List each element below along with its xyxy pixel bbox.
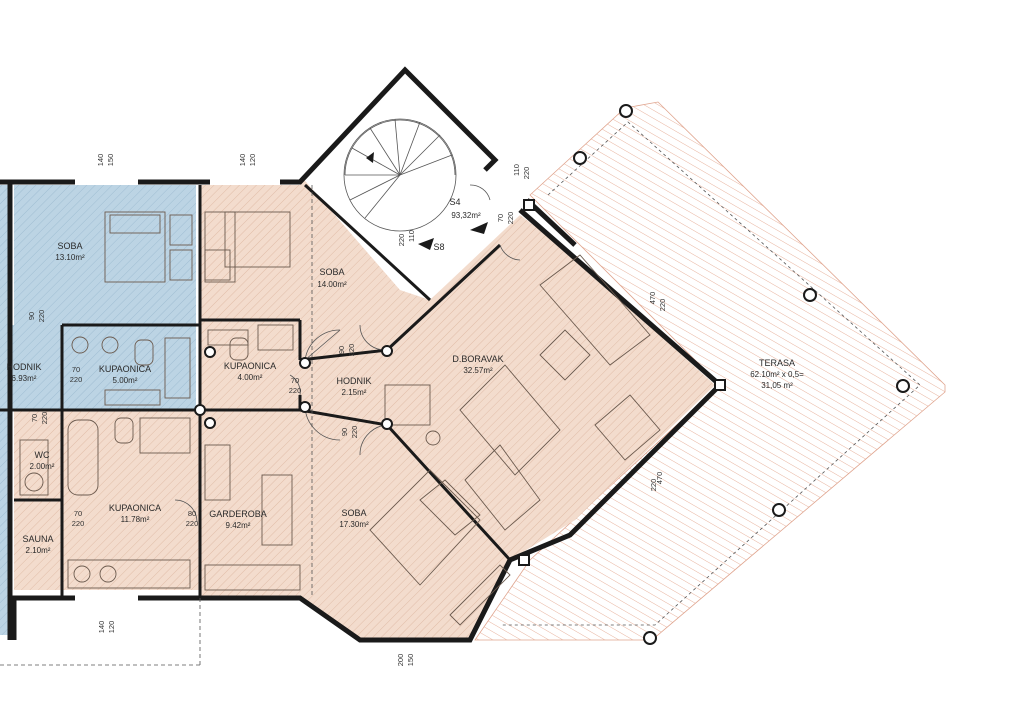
dim-label: 220 bbox=[37, 310, 46, 323]
room-name: HODNIK bbox=[336, 376, 371, 386]
dim-label: 220 bbox=[658, 299, 667, 312]
room-hodnik-mid: HODNIK 2.15m² bbox=[336, 376, 371, 397]
room-name: KUPAONICA bbox=[99, 364, 151, 374]
room-name: KUPAONICA bbox=[224, 361, 276, 371]
room-soba-upper: SOBA 14.00m² bbox=[317, 267, 347, 289]
dim-label: 220 bbox=[347, 344, 356, 357]
dim-label: 470 bbox=[655, 472, 664, 485]
dim-label: 140 bbox=[97, 621, 106, 634]
unit-s4: S4 93,32m² bbox=[449, 197, 481, 220]
dim-label: 120 bbox=[248, 154, 257, 167]
room-name: SOBA bbox=[319, 267, 344, 277]
room-name: HODNIK bbox=[6, 362, 41, 372]
room-area: 2.10m² bbox=[26, 546, 51, 555]
dim-label: 110 bbox=[407, 230, 416, 242]
dim-label: 220 bbox=[506, 212, 515, 225]
dim-label: 70 bbox=[291, 376, 299, 385]
room-kupaonica-big: KUPAONICA 11.78m² bbox=[109, 503, 161, 524]
dim-label: 110 bbox=[512, 164, 521, 176]
terrace-area bbox=[474, 101, 946, 641]
dimension-labels: 140 150 140 120 110 220 110 220 70 220 4… bbox=[27, 154, 667, 667]
room-name: SOBA bbox=[57, 241, 82, 251]
room-dnevni-boravak: D.BORAVAK 32.57m² bbox=[452, 354, 503, 375]
dim-label: 70 bbox=[74, 509, 82, 518]
room-area: 9.42m² bbox=[226, 521, 251, 530]
dim-label: 70 bbox=[72, 365, 80, 374]
room-area: 13.10m² bbox=[55, 253, 85, 262]
room-name: SOBA bbox=[341, 508, 366, 518]
dim-label: 80 bbox=[188, 509, 196, 518]
room-area: 4.00m² bbox=[238, 373, 263, 382]
dim-label: 150 bbox=[406, 654, 415, 667]
dim-label: 90 bbox=[337, 346, 346, 354]
dim-label: 140 bbox=[96, 154, 105, 167]
room-area: 32.57m² bbox=[463, 366, 493, 375]
room-name: KUPAONICA bbox=[109, 503, 161, 513]
room-area: 2.15m² bbox=[342, 388, 367, 397]
room-area: 6.93m² bbox=[12, 374, 37, 383]
dim-label: 220 bbox=[289, 386, 302, 395]
unit-s8: S8 bbox=[433, 242, 444, 252]
dim-label: 140 bbox=[238, 154, 247, 167]
room-soba-lower: SOBA 17.30m² bbox=[339, 508, 369, 529]
dim-label: 220 bbox=[72, 519, 85, 528]
room-wc: WC 2.00m² bbox=[30, 450, 55, 471]
blue-zone-kupaonica bbox=[62, 325, 196, 410]
room-hodnik-left: HODNIK 6.93m² bbox=[6, 362, 41, 383]
room-sauna: SAUNA 2.10m² bbox=[22, 534, 53, 555]
unit-name: S4 bbox=[449, 197, 460, 207]
dim-label: 90 bbox=[340, 428, 349, 436]
dim-label: 220 bbox=[649, 479, 658, 492]
room-name: TERASA bbox=[759, 358, 795, 368]
dim-label: 150 bbox=[106, 154, 115, 167]
room-kupaonica-mid: KUPAONICA 4.00m² bbox=[224, 361, 276, 382]
room-kupaonica-small: KUPAONICA 5.00m² bbox=[99, 364, 151, 385]
room-name: D.BORAVAK bbox=[452, 354, 503, 364]
room-area: 2.00m² bbox=[30, 462, 55, 471]
dim-label: 200 bbox=[396, 654, 405, 667]
room-area: 14.00m² bbox=[317, 280, 347, 289]
dim-label: 220 bbox=[397, 234, 406, 247]
room-area: 5.00m² bbox=[113, 376, 138, 385]
columns bbox=[194, 104, 910, 645]
dim-label: 220 bbox=[70, 375, 83, 384]
dim-label: 220 bbox=[186, 519, 199, 528]
room-name: SAUNA bbox=[22, 534, 53, 544]
unit-area: 93,32m² bbox=[451, 211, 481, 220]
room-soba-left: SOBA 13.10m² bbox=[55, 241, 85, 262]
dim-label: 70 bbox=[30, 414, 39, 422]
room-area: 11.78m² bbox=[121, 515, 150, 524]
dim-label: 70 bbox=[496, 214, 505, 222]
dim-label: 470 bbox=[648, 292, 657, 305]
unit-name: S8 bbox=[433, 242, 444, 252]
dim-label: 220 bbox=[350, 426, 359, 439]
room-area: 17.30m² bbox=[339, 520, 369, 529]
dim-label: 220 bbox=[522, 167, 531, 180]
room-garderoba: GARDEROBA 9.42m² bbox=[209, 509, 267, 530]
dim-label: 220 bbox=[40, 412, 49, 425]
dim-label: 90 bbox=[27, 312, 36, 320]
room-area-reduced: 31,05 m² bbox=[761, 381, 793, 390]
room-terasa: TERASA 62.10m² x 0,5= 31,05 m² bbox=[750, 358, 804, 390]
room-name: WC bbox=[35, 450, 50, 460]
room-name: GARDEROBA bbox=[209, 509, 267, 519]
dim-label: 120 bbox=[107, 621, 116, 634]
room-area: 62.10m² x 0,5= bbox=[750, 370, 804, 379]
